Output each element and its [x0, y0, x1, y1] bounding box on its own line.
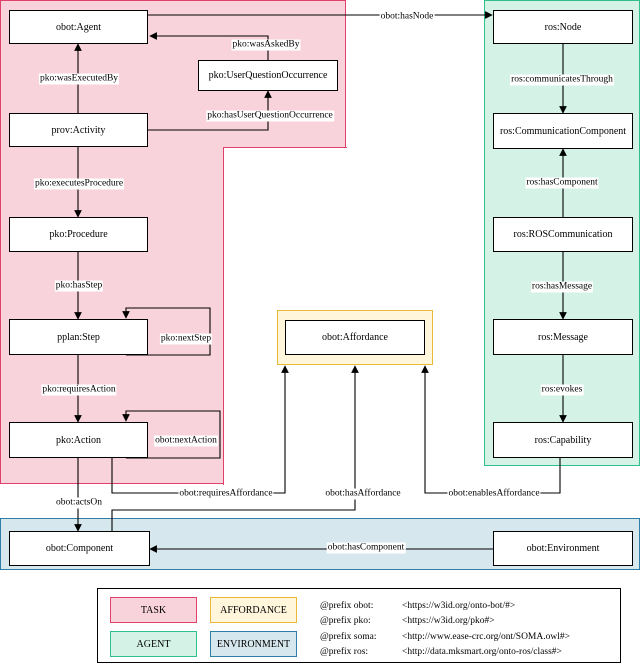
prefix-soma-iri: <http://www.ease-crc.org/ont/SOMA.owl#> — [402, 632, 570, 642]
label-actsOn: obot:actsOn — [55, 497, 103, 509]
node-agent[interactable]: obot:Agent — [9, 10, 148, 44]
edge-hasUQO — [148, 90, 272, 131]
prefix-obot-iri: <https://w3id.org/onto-bot/#> — [402, 601, 516, 611]
node-activity[interactable]: prov:Activity — [9, 113, 148, 147]
node-component[interactable]: obot:Component — [9, 531, 150, 566]
label-hasStep: pko:hasStep — [54, 280, 104, 292]
label-evokes: ros:evokes — [540, 384, 584, 396]
label-enablesAffordance: obot:enablesAffordance — [447, 488, 541, 500]
node-procedure[interactable]: pko:Procedure — [9, 217, 148, 252]
node-ros-communication[interactable]: ros:ROSCommunication — [493, 217, 633, 252]
label-requiresAction: pko:requiresAction — [41, 384, 117, 396]
label-rosHasComponent: ros:hasComponent — [525, 177, 599, 189]
label-wasExecutedBy: pko:wasExecutedBy — [38, 73, 120, 85]
prefix-obot-name: @prefix obot: — [320, 601, 374, 611]
edge-hasAffordance — [111, 365, 359, 531]
prefix-soma-name: @prefix soma: — [320, 632, 377, 642]
node-user-question-occurrence[interactable]: pko:UserQuestionOccurrence — [198, 60, 338, 91]
node-communication-component[interactable]: ros:CommunicationComponent — [493, 113, 633, 149]
label-hasNode: obot:hasNode — [379, 11, 435, 23]
legend-affordance: AFFORDANCE — [210, 597, 297, 623]
edge-nextAction — [122, 410, 221, 459]
label-communicatesThrough: ros:communicatesThrough — [510, 74, 614, 86]
task-region-cutout-edge-top — [223, 147, 347, 148]
prefix-pko-iri: <https://w3id.org/pko#> — [402, 616, 495, 626]
legend-environment: ENVIRONMENT — [210, 631, 297, 657]
legend: TASK AFFORDANCE AGENT ENVIRONMENT @prefi… — [97, 588, 621, 663]
label-hasComponent: obot:hasComponent — [326, 542, 406, 554]
node-ros-node[interactable]: ros:Node — [493, 10, 633, 44]
node-action[interactable]: pko:Action — [9, 422, 148, 458]
label-requiresAffordance: obot:requiresAffordance — [178, 488, 274, 500]
legend-agent: AGENT — [110, 631, 197, 657]
node-step[interactable]: pplan:Step — [9, 319, 148, 355]
label-executesProcedure: pko:executesProcedure — [33, 178, 125, 190]
label-nextStep: pko:nextStep — [159, 333, 213, 345]
prefix-ros-name: @prefix ros: — [320, 647, 369, 657]
edge-nextStep — [122, 307, 211, 356]
label-hasAffordance: obot:hasAffordance — [324, 488, 402, 500]
prefix-pko-name: @prefix pko: — [320, 616, 371, 626]
node-affordance[interactable]: obot:Affordance — [285, 320, 425, 355]
label-hasMessage: ros:hasMessage — [530, 281, 594, 293]
node-environment[interactable]: obot:Environment — [493, 531, 633, 566]
edge-wasAskedBy — [149, 32, 269, 60]
task-region-cutout-edge-left — [223, 147, 224, 485]
label-wasAskedBy: pko:wasAskedBy — [231, 39, 301, 51]
legend-task: TASK — [110, 597, 197, 623]
label-nextAction: obot:nextAction — [154, 435, 218, 447]
node-capability[interactable]: ros:Capability — [493, 422, 633, 458]
prefix-ros-iri: <http://data.mksmart.org/onto-ros/class#… — [402, 647, 562, 657]
label-hasUQO: pko:hasUserQuestionOccurrence — [206, 110, 334, 122]
node-message[interactable]: ros:Message — [493, 319, 633, 355]
